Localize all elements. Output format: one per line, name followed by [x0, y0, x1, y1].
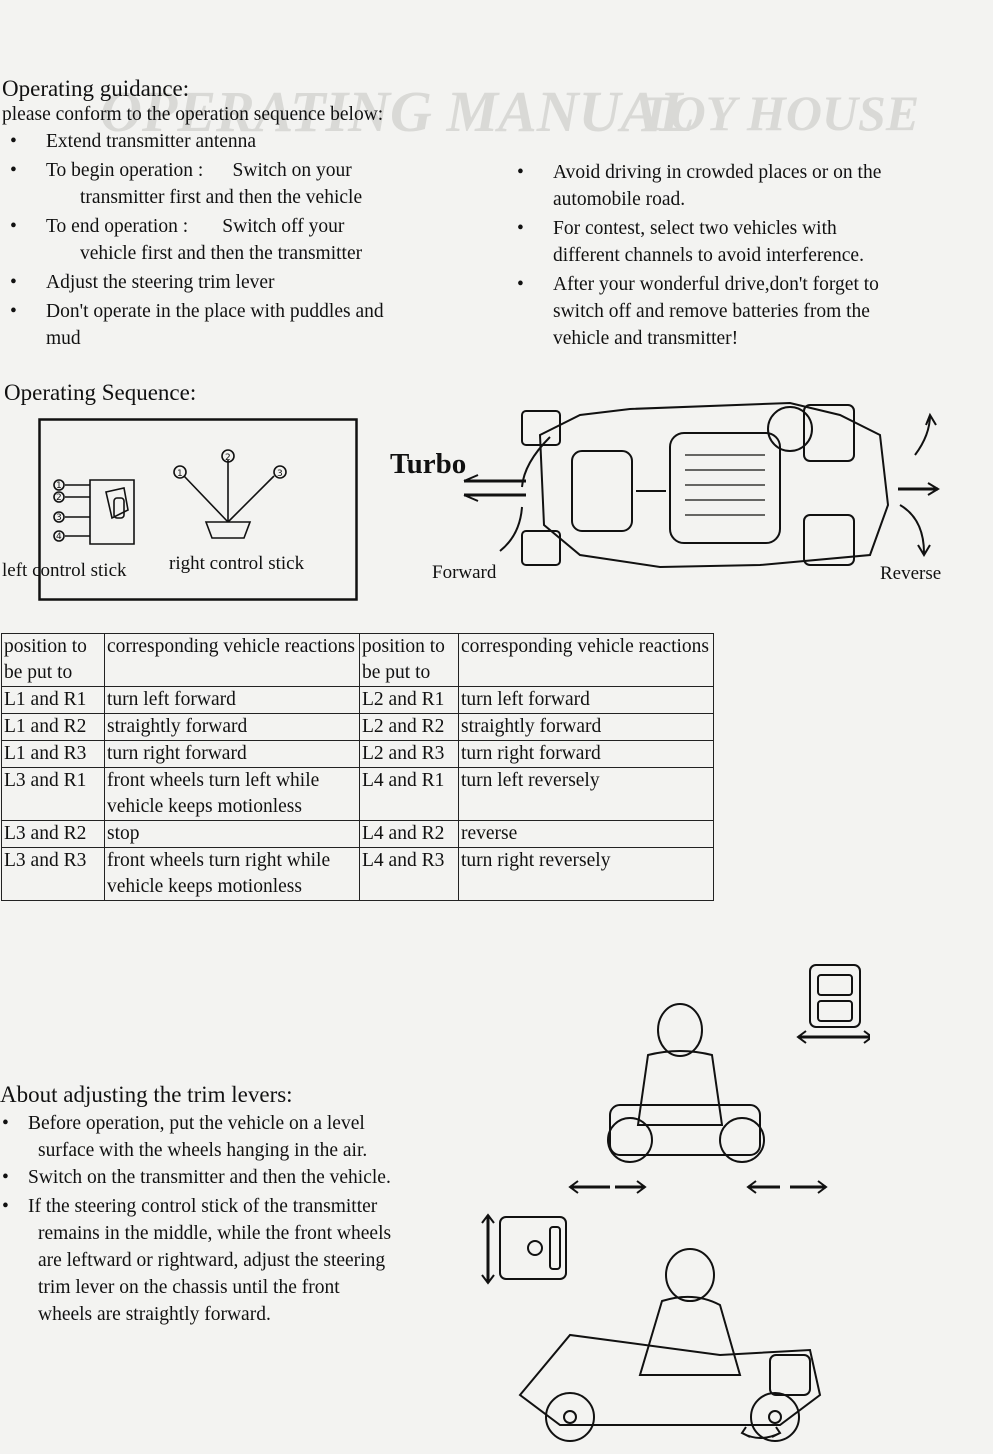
table-cell: turn left forward — [104, 686, 360, 714]
list-item: •After your wonderful drive,don't forget… — [517, 274, 879, 349]
svg-text:3: 3 — [277, 469, 283, 479]
table-header: position to be put to — [1, 633, 105, 687]
right-control-stick-label: right control stick — [169, 553, 305, 574]
table-cell: L1 and R1 — [1, 686, 105, 714]
table-row: L3 and R2 stop L4 and R2 reverse — [1, 820, 714, 848]
sequence-title: Operating Sequence: — [4, 380, 197, 405]
table-row: L1 and R2 straightly forward L2 and R2 s… — [1, 713, 714, 741]
table-cell: L3 and R3 — [1, 847, 105, 901]
svg-text:2: 2 — [56, 493, 62, 503]
forward-label: Forward — [432, 562, 497, 583]
table-cell: L1 and R3 — [1, 740, 105, 768]
svg-text:3: 3 — [56, 513, 62, 523]
svg-text:1: 1 — [56, 481, 62, 491]
table-header-row: position to be put to corresponding vehi… — [1, 633, 714, 687]
table-cell: L4 and R1 — [359, 767, 459, 821]
table-row: L3 and R3 front wheels turn right while … — [1, 847, 714, 901]
list-item: •Extend transmitter antenna — [10, 131, 257, 152]
list-item: •Before operation, put the vehicle on a … — [2, 1113, 368, 1161]
table-cell: L2 and R3 — [359, 740, 459, 768]
table-cell: straightly forward — [458, 713, 714, 741]
table-cell: stop — [104, 820, 360, 848]
list-item: •Adjust the steering trim lever — [10, 272, 275, 293]
turbo-label: Turbo — [390, 448, 467, 480]
table-cell: L4 and R3 — [359, 847, 459, 901]
table-header: corresponding vehicle reactions — [458, 633, 714, 687]
table-cell: reverse — [458, 820, 714, 848]
left-control-stick-label: left control stick — [2, 560, 127, 581]
list-item: •Avoid driving in crowded places or on t… — [517, 162, 882, 210]
reverse-label: Reverse — [880, 563, 942, 584]
table-header: corresponding vehicle reactions — [104, 633, 360, 687]
kart-topdown-illustration — [463, 401, 940, 569]
table-cell: turn left reversely — [458, 767, 714, 821]
svg-text:1: 1 — [177, 469, 183, 479]
svg-text:2: 2 — [225, 453, 231, 463]
table-header: position to be put to — [359, 633, 459, 687]
guidance-subtitle: please conform to the operation sequence… — [2, 104, 384, 125]
table-cell: straightly forward — [104, 713, 360, 741]
list-item: •Switch on the transmitter and then the … — [2, 1167, 391, 1188]
list-item: •If the steering control stick of the tr… — [2, 1196, 392, 1325]
table-row: L3 and R1 front wheels turn left while v… — [1, 767, 714, 821]
table-cell: turn right forward — [458, 740, 714, 768]
table-cell: L2 and R2 — [359, 713, 459, 741]
table-cell: L2 and R1 — [359, 686, 459, 714]
guidance-left-list: •Extend transmitter antenna •To begin op… — [10, 128, 384, 352]
table-row: L1 and R1 turn left forward L2 and R1 tu… — [1, 686, 714, 714]
trim-list: •Before operation, put the vehicle on a … — [2, 1110, 392, 1328]
list-item: •Don't operate in the place with puddles… — [10, 301, 384, 349]
table-cell: front wheels turn right while vehicle ke… — [104, 847, 360, 901]
operation-table: position to be put to corresponding vehi… — [1, 633, 714, 901]
table-cell: front wheels turn left while vehicle kee… — [104, 767, 360, 821]
guidance-title: Operating guidance: — [2, 76, 190, 101]
table-cell: L3 and R2 — [1, 820, 105, 848]
watermark-left: OPERATING MANUAL — [100, 79, 695, 144]
table-cell: L1 and R2 — [1, 713, 105, 741]
transmitter-illustration: 1 2 3 1 2 3 4 — [38, 418, 358, 601]
table-cell: turn left forward — [458, 686, 714, 714]
table-cell: L3 and R1 — [1, 767, 105, 821]
table-cell: L4 and R2 — [359, 820, 459, 848]
trim-kart-illustration — [481, 964, 870, 1442]
guidance-right-list: •Avoid driving in crowded places or on t… — [517, 159, 882, 352]
table-row: L1 and R3 turn right forward L2 and R3 t… — [1, 740, 714, 768]
table-cell: turn right reversely — [458, 847, 714, 901]
svg-text:4: 4 — [56, 532, 62, 542]
table-cell: turn right forward — [104, 740, 360, 768]
watermark-right: TOY HOUSE — [640, 85, 920, 141]
trim-title: About adjusting the trim levers: — [0, 1082, 293, 1107]
